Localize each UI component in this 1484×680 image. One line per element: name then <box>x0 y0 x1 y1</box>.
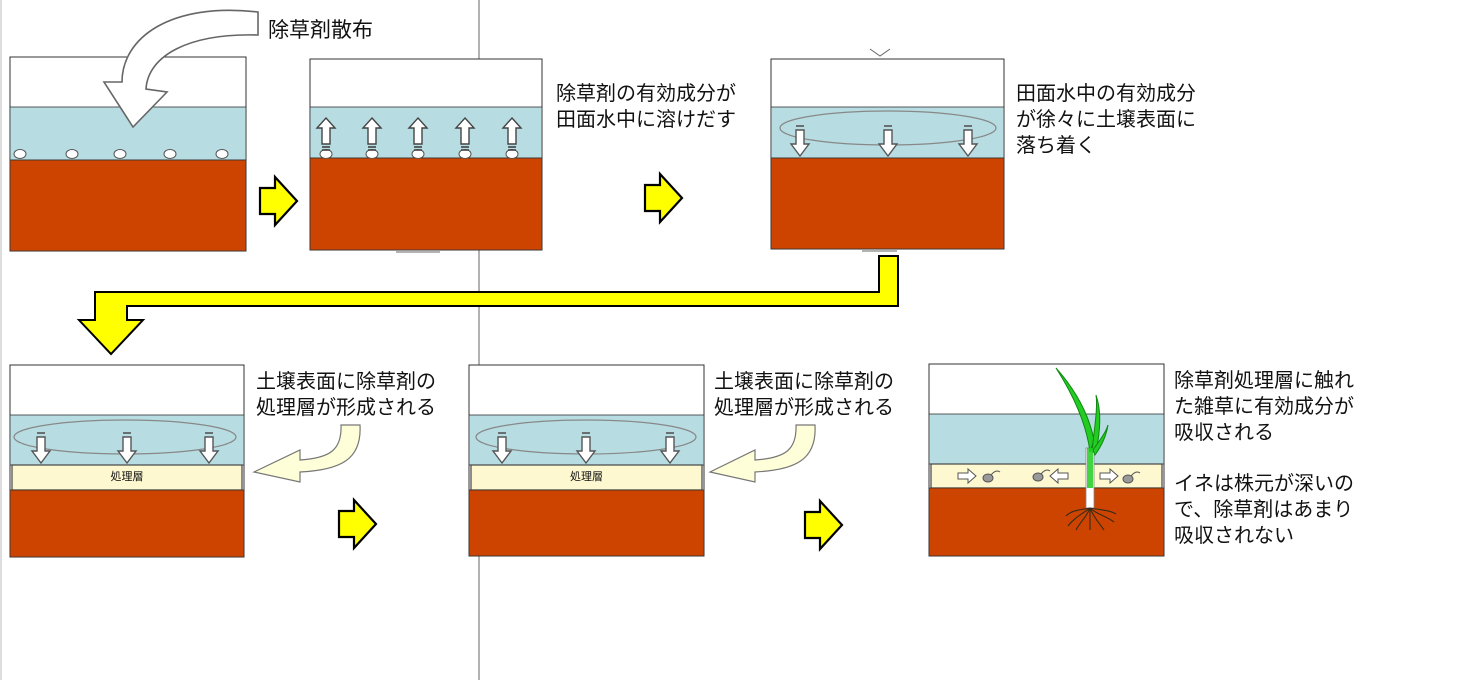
panel-2 <box>309 58 543 251</box>
spray-curved-arrow <box>102 9 259 129</box>
tick-mark <box>869 48 891 57</box>
panel-3 <box>770 58 1005 250</box>
label-line: 田面水中の有効成分 <box>1016 81 1196 105</box>
soil-layer <box>9 489 245 558</box>
next-step-arrow <box>643 172 684 224</box>
label-line: イネは株元が深いの <box>1174 471 1354 495</box>
label-line: 処理層が形成される <box>714 395 894 419</box>
granules <box>13 149 229 159</box>
step-label-3: 土壌表面に除草剤の 処理層が形成される <box>256 368 436 420</box>
next-step-arrow <box>803 499 844 551</box>
soil-layer <box>928 487 1165 557</box>
treatment-layer-label: 処理層 <box>110 470 144 483</box>
step-label-2: 田面水中の有効成分 が徐々に土壌表面に 落ち着く <box>1016 80 1196 158</box>
weed-absorption <box>957 467 1141 485</box>
soil-layer <box>9 159 247 252</box>
step-label-4: 土壌表面に除草剤の 処理層が形成される <box>714 368 894 420</box>
panel-5 <box>468 364 705 557</box>
panel-4 <box>9 364 245 558</box>
label-line: 田面水中に溶けだす <box>556 107 736 131</box>
label-line: 処理層が形成される <box>256 395 436 419</box>
label-line: で、除草剤はあまり <box>1174 497 1354 521</box>
label-line: 除草剤の有効成分が <box>556 81 736 105</box>
label-line: 吸収されない <box>1174 523 1294 547</box>
row-connector-arrow <box>76 255 899 356</box>
water-layer <box>928 413 1165 465</box>
panel-6 <box>928 363 1165 557</box>
label-line: が徐々に土壌表面に <box>1016 107 1196 131</box>
treatment-layer <box>470 464 703 491</box>
next-step-arrow <box>258 175 299 227</box>
label-line: 除草剤処理層に触れ <box>1174 368 1354 392</box>
treatment-layer-label: 処理層 <box>570 470 603 483</box>
layer-pointer-arrow <box>708 424 816 483</box>
step-label-6: イネは株元が深いの で、除草剤はあまり 吸収されない <box>1174 470 1354 548</box>
label-line: 土壌表面に除草剤の <box>714 369 894 393</box>
step-label-1: 除草剤の有効成分が 田面水中に溶けだす <box>556 80 736 132</box>
soil-layer <box>770 157 1005 250</box>
next-step-arrow <box>337 498 378 550</box>
label-line: 落ち着く <box>1016 133 1096 157</box>
treatment-layer <box>11 464 243 491</box>
water-layer <box>309 106 543 159</box>
label-line: 土壌表面に除草剤の <box>256 369 436 393</box>
label-line: た雑草に有効成分が <box>1174 394 1354 418</box>
layer-pointer-arrow <box>252 424 361 483</box>
soil-layer <box>309 157 543 251</box>
soil-layer <box>468 489 705 557</box>
label-line: 吸収される <box>1174 420 1274 444</box>
rice-plant <box>1055 367 1117 531</box>
page-title: 除草剤散布 <box>268 18 373 42</box>
step-label-5: 除草剤処理層に触れ た雑草に有効成分が 吸収される <box>1174 367 1354 445</box>
